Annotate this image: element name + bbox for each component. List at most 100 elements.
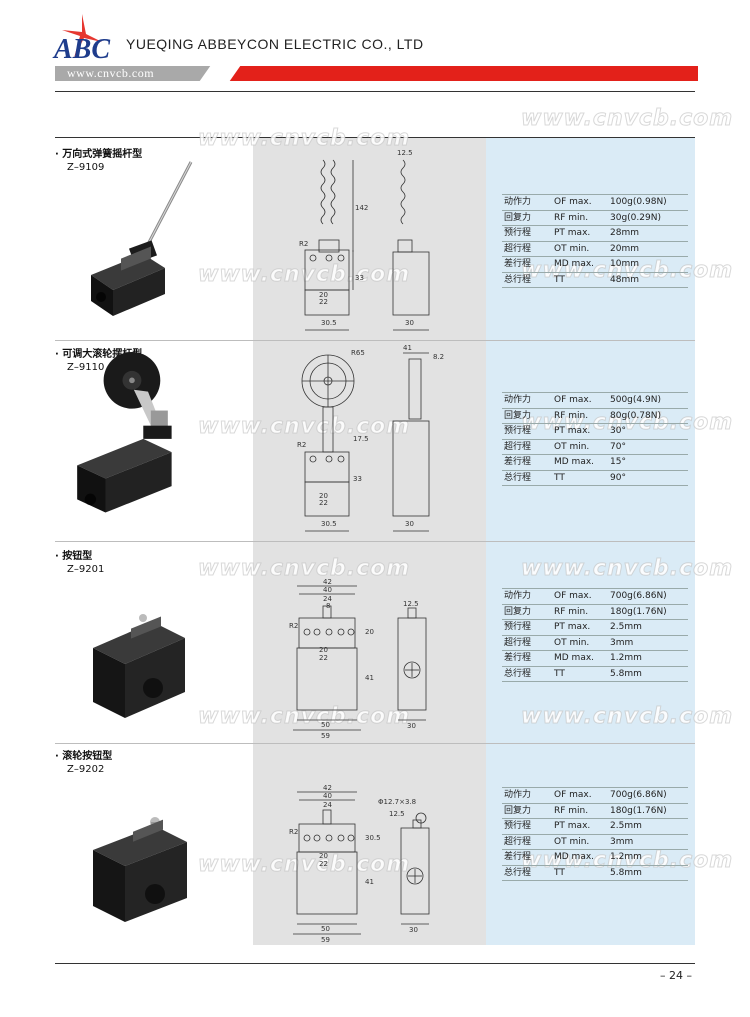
dim-label: 50 xyxy=(321,721,330,729)
dim-label: 22 xyxy=(319,298,328,306)
row-divider xyxy=(55,743,695,744)
dim-label: Φ12.7×3.8 xyxy=(378,798,416,806)
dim-label: 8.2 xyxy=(433,353,444,361)
watermark: www.cnvcb.com xyxy=(197,704,411,730)
dim-label: 30 xyxy=(405,520,414,528)
dim-label: 41 xyxy=(365,674,374,682)
dim-label: 20 xyxy=(319,492,328,500)
dim-label: 142 xyxy=(355,204,368,212)
product-name: · 按钮型 xyxy=(55,551,93,562)
dim-label: 40 xyxy=(323,792,332,800)
watermark: www.cnvcb.com xyxy=(197,414,411,440)
dim-label: 22 xyxy=(319,654,328,662)
dim-label: 20 xyxy=(319,646,328,654)
product-title: · 按钮型 Z–9201 xyxy=(55,550,104,576)
dimension-drawing-z9201: 42 40 24 8 R2 20 22 41 20 50 59 12.5 30 xyxy=(289,578,427,740)
company-logo: ABC xyxy=(52,14,110,62)
company-name: YUEQING ABBEYCON ELECTRIC CO., LTD xyxy=(126,36,424,52)
product-photo-z9110 xyxy=(77,352,172,513)
product-name: · 可调大滚轮摆杆型 xyxy=(55,349,143,360)
product-title: · 可调大滚轮摆杆型 Z–9110 xyxy=(55,348,142,374)
dim-label: 24 xyxy=(323,801,332,809)
dim-label: 30.5 xyxy=(321,520,337,528)
product-photo-z9202 xyxy=(93,817,187,922)
product-photo-z9109 xyxy=(91,161,193,316)
page-number: – 24 – xyxy=(660,969,692,982)
dim-label: 30 xyxy=(405,319,414,327)
page-header: ABC YUEQING ABBEYCON ELECTRIC CO., LTD w… xyxy=(0,0,750,100)
dim-label: 12.5 xyxy=(403,600,419,608)
dim-label: R2 xyxy=(289,828,298,836)
dim-label: 8 xyxy=(326,602,330,610)
dimension-drawing-z9202: 42 40 24 Φ12.7×3.8 12.5 30.5 R2 20 22 41… xyxy=(289,784,430,944)
logo-text: ABC xyxy=(52,34,110,62)
watermark: www.cnvcb.com xyxy=(520,848,734,874)
dim-label: 22 xyxy=(319,499,328,507)
watermark: www.cnvcb.com xyxy=(520,704,734,730)
watermark: www.cnvcb.com xyxy=(520,556,734,582)
watermark: www.cnvcb.com xyxy=(197,852,411,878)
dim-label: 30 xyxy=(409,926,418,934)
dim-label: 41 xyxy=(403,344,412,352)
dim-label: 40 xyxy=(323,586,332,594)
website-url[interactable]: www.cnvcb.com xyxy=(67,66,155,80)
dim-label: 30.5 xyxy=(321,319,337,327)
dim-label: 12.5 xyxy=(397,149,413,157)
watermark: www.cnvcb.com xyxy=(197,262,411,288)
dim-label: 17.5 xyxy=(353,435,369,443)
dim-label: 20 xyxy=(365,628,374,636)
watermark: www.cnvcb.com xyxy=(197,556,411,582)
dim-label: 59 xyxy=(321,732,330,740)
dim-label: 41 xyxy=(365,878,374,886)
dim-label: 20 xyxy=(319,291,328,299)
product-table: www.cnvcb.com www.cnvcb.com www.cnvcb.co… xyxy=(55,106,733,945)
dim-label: 30 xyxy=(407,722,416,730)
url-bar: www.cnvcb.com xyxy=(55,66,698,81)
watermark: www.cnvcb.com xyxy=(520,106,734,132)
product-model: Z–9110 xyxy=(67,362,105,373)
product-title: · 滚轮按钮型 Z–9202 xyxy=(55,750,112,776)
watermark: www.cnvcb.com xyxy=(520,258,734,284)
dim-label: R2 xyxy=(289,622,298,630)
footer-divider xyxy=(55,963,695,964)
dimension-drawing-z9109: 12.5 142 R2 33 20 22 30.5 30 xyxy=(299,149,430,331)
table-top-line xyxy=(55,137,695,138)
product-name: · 万向式弹簧摇杆型 xyxy=(55,149,143,160)
dim-label: 33 xyxy=(353,475,362,483)
dim-label: 30.5 xyxy=(365,834,381,842)
product-title: · 万向式弹簧摇杆型 Z–9109 xyxy=(55,148,142,174)
dim-label: 22 xyxy=(319,860,328,868)
dim-label: 59 xyxy=(321,936,330,944)
product-name: · 滚轮按钮型 xyxy=(55,751,113,762)
product-model: Z–9201 xyxy=(67,564,105,575)
product-model: Z–9109 xyxy=(67,162,105,173)
watermark: www.cnvcb.com xyxy=(520,410,734,436)
product-photo-z9201 xyxy=(93,614,185,718)
dim-label: 20 xyxy=(319,852,328,860)
dim-label: 42 xyxy=(323,784,332,792)
